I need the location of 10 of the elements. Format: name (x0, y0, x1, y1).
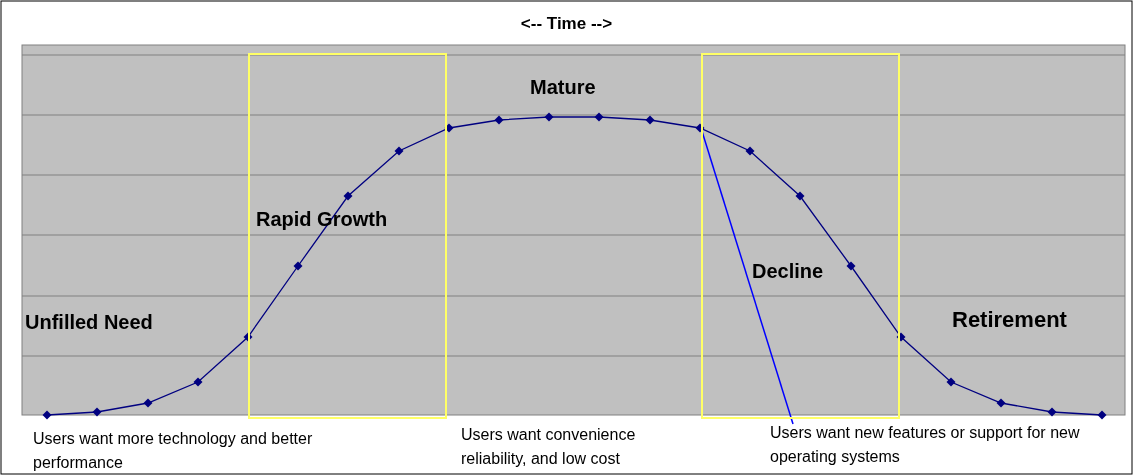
phase-box (248, 53, 447, 419)
annotation-text: Users want convenience reliability, and low cost (461, 425, 637, 469)
phase-label: Retirement (952, 307, 1067, 333)
annotation-text: Users want more technology and better performance (33, 429, 313, 473)
phase-label: Decline (752, 260, 824, 283)
phase-label: Mature (530, 76, 596, 99)
phase-label: Unfilled Need (25, 311, 153, 334)
chart-title: <-- Time --> (519, 14, 614, 34)
phase-box (701, 53, 900, 419)
annotation-text: Users want new features or support for new operating systems (770, 421, 1120, 469)
